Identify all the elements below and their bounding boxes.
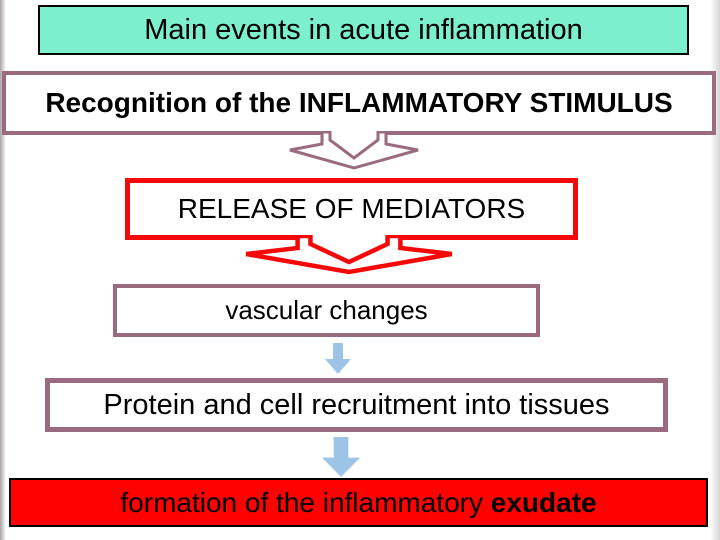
step-exudate-emphasis-text: exudate [490, 486, 597, 518]
step-exudate-box: formation of the inflammatory exudate [9, 478, 708, 527]
step-vascular-text: vascular changes [225, 294, 428, 325]
step-vascular-box: vascular changes [113, 284, 540, 337]
step-exudate-line: formation of the inflammatory exudate [120, 488, 596, 517]
step-protein-box: Protein and cell recruitment into tissue… [45, 378, 668, 432]
step-recognition-text: Recognition of the INFLAMMATORY STIMULUS [45, 87, 673, 119]
step-release-box: RELEASE OF MEDIATORS [125, 178, 578, 240]
down-arrow-blue-icon [325, 343, 351, 374]
chevron-down-arrow-plum-icon [289, 131, 419, 170]
step-protein-text: Protein and cell recruitment into tissue… [103, 388, 610, 421]
step-exudate-prefix-text: formation of the inflammatory [120, 486, 491, 518]
step-recognition-box: Recognition of the INFLAMMATORY STIMULUS [2, 71, 716, 135]
title-box: Main events in acute inflammation [38, 5, 689, 55]
down-arrow-blue-icon [322, 437, 360, 477]
chevron-down-arrow-red-icon [243, 235, 455, 275]
slide-title-text: Main events in acute inflammation [144, 13, 583, 46]
step-release-text: RELEASE OF MEDIATORS [177, 193, 526, 225]
